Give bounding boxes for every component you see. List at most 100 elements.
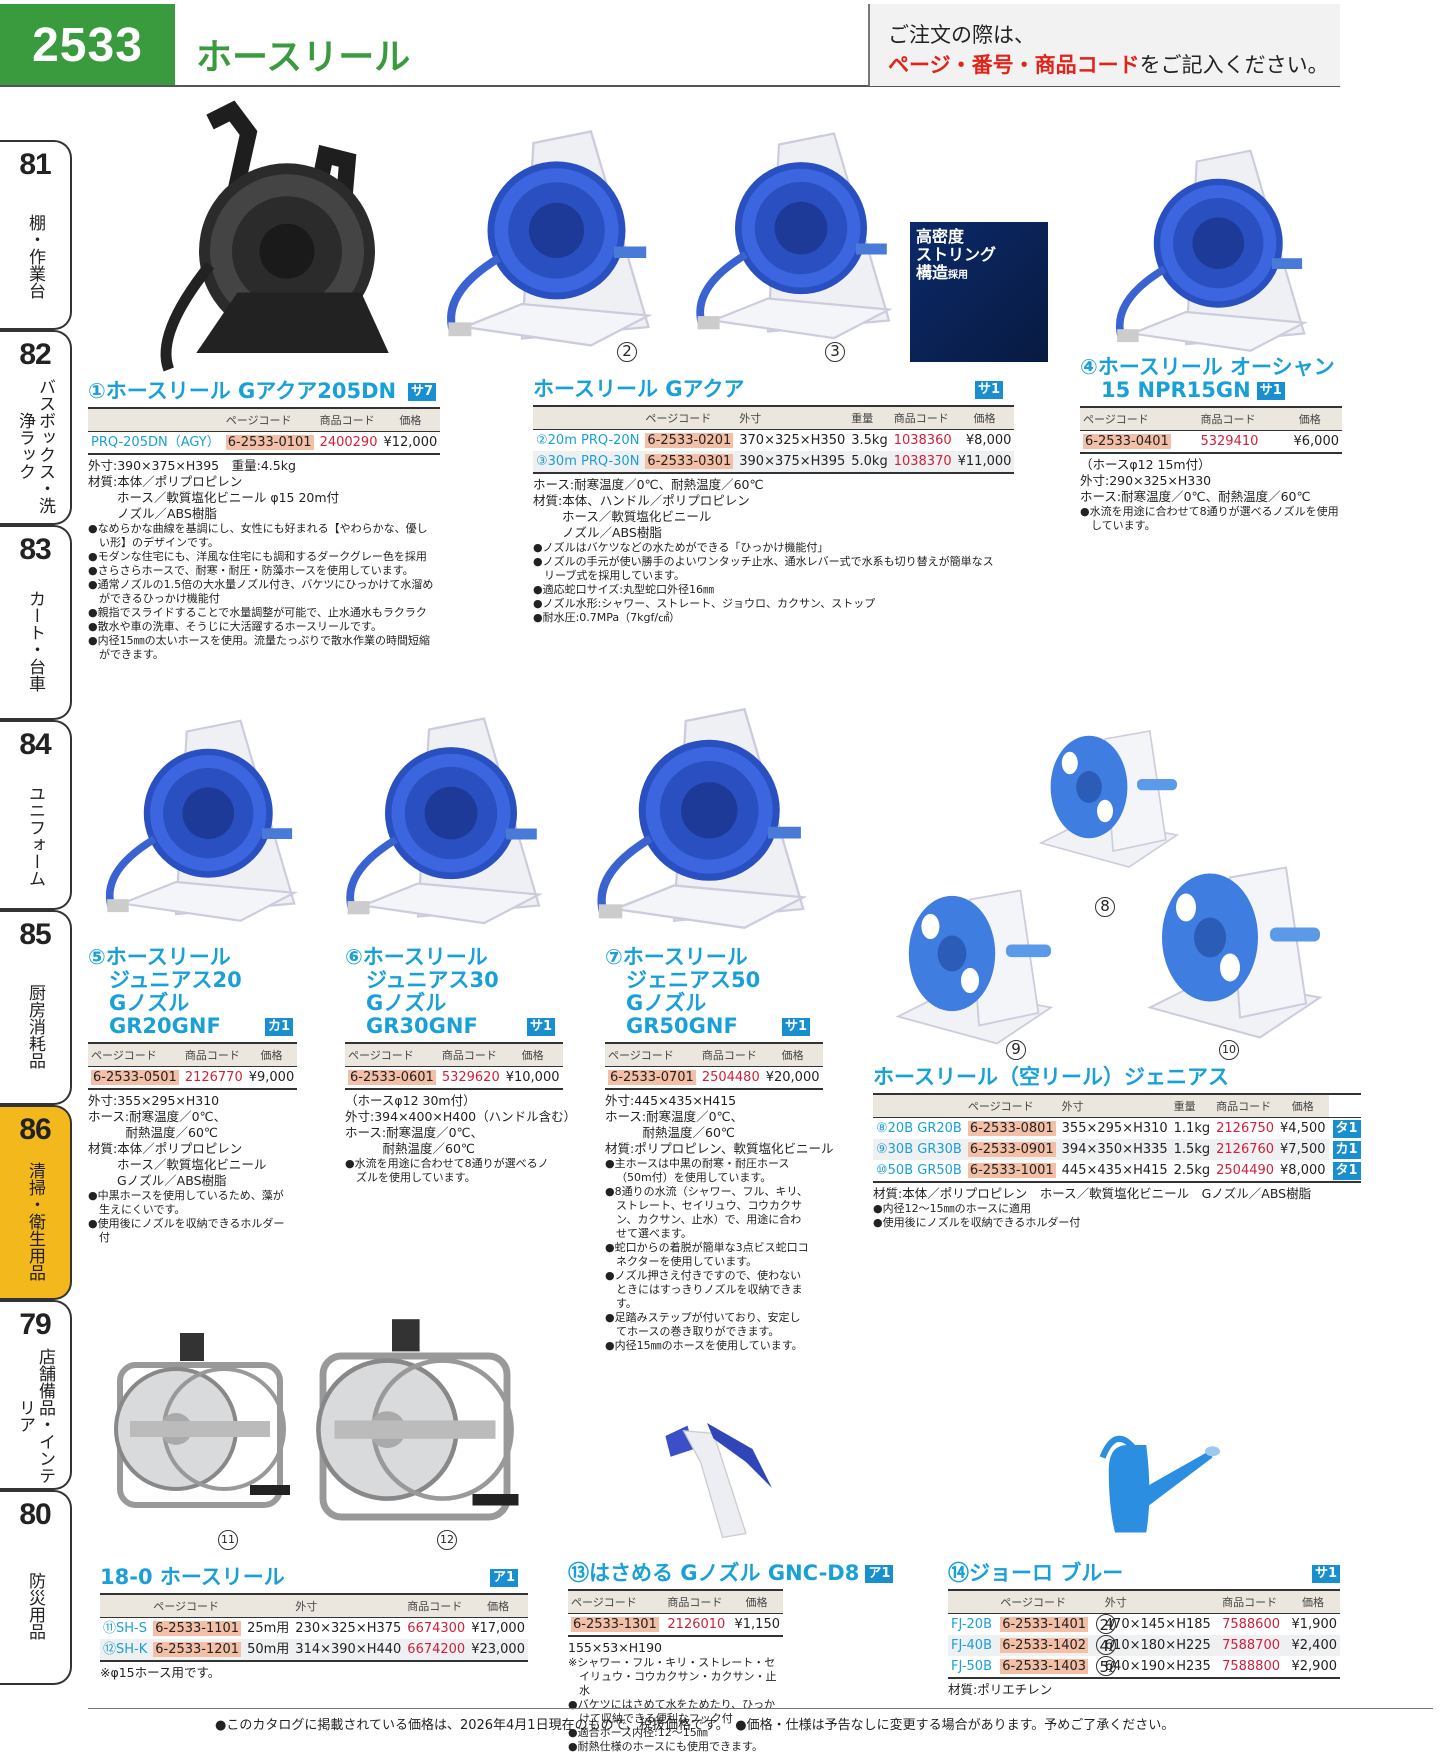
feature-bullet: ●耐水圧:0.7MPa（7kgf/㎠） — [533, 611, 681, 624]
cell-model: FJ-50B — [951, 1659, 992, 1674]
product-image-10 — [1130, 840, 1330, 1055]
title-line: ホースリール Gアクアサ1 — [533, 378, 1003, 401]
product-title: ホースリール（空リール）ジェニアス — [873, 1066, 1313, 1089]
cell-code: 2400290 — [319, 435, 378, 450]
page-code: 6-2533-0401 — [1083, 434, 1171, 449]
spec-line: ホース:耐寒温度／0℃、 — [88, 1109, 227, 1124]
cell-model: FJ-40B — [951, 1638, 992, 1653]
order-notice: ご注文の際は、 ページ・番号・商品コードをご記入ください。 — [868, 4, 1340, 86]
product-details: 材質:ポリエチレン — [948, 1682, 1340, 1698]
cell-price: ¥2,900 — [1291, 1659, 1338, 1674]
cell-price: ¥23,000 — [471, 1642, 525, 1657]
column-header: 価格 — [399, 414, 422, 427]
title-line: ⑤ホースリール — [88, 946, 293, 969]
cell-size: 390×375×H395 — [739, 454, 846, 469]
page-code: 6-2533-0901 — [967, 1142, 1056, 1157]
title-text: ホースリール Gアクア — [533, 377, 745, 401]
spec-line: 材質:本体／ポリプロピレン ホース／軟質塩化ビニール Gノズル／ABS樹脂 — [873, 1186, 1312, 1201]
cell-page: 6-2533-1001 — [965, 1160, 1059, 1182]
feature-bullet: ●なめらかな曲線を基調にし、女性にも好まれる【やわらかな、優しい形】のデザインで… — [88, 522, 428, 549]
spec-line: 材質:本体／ポリプロピレン — [88, 474, 243, 489]
column-header: 価格 — [521, 1049, 544, 1062]
cell-price: ¥4,500 — [1280, 1121, 1326, 1136]
supplier-badge: タ1 — [1332, 1119, 1361, 1138]
column-header: ページコード — [1083, 413, 1149, 426]
feature-bullet: ●8通りの水流（シャワー、フル、キリ、ストレート、セイリュウ、コウカクサン、カク… — [605, 1185, 808, 1240]
product-title: 18-0 ホースリール ア1 — [100, 1566, 518, 1589]
title-line: ジュニアス30 — [345, 969, 555, 992]
title-line: ⑦ホースリール — [605, 946, 810, 969]
column-header — [948, 1590, 997, 1614]
cell-price: ¥6,000 — [1293, 434, 1340, 449]
page-code: 6-2533-1301 — [571, 1617, 659, 1632]
feature-bullet: ●親指でスライドすることで水量調整が可能で、止水通水もラクラク — [88, 606, 427, 619]
column-header — [533, 406, 642, 430]
title-text: ⑦ホースリール — [605, 945, 748, 969]
title-text: GR50GNF — [605, 1014, 738, 1038]
cell-code: 6674200 — [407, 1642, 466, 1657]
tab-label: 棚・作業台 — [25, 213, 45, 299]
cell-page: 6-2533-1201 — [150, 1639, 244, 1661]
title-text: ⑤ホースリール — [88, 945, 231, 969]
cell-model: ⑨30B GR30B — [876, 1142, 962, 1157]
cell-weight: 1.1kg — [1173, 1121, 1211, 1136]
feature-bullet: ●バケツにはさめて水をためたり、ひっかけて収納できる便利なフック付 — [568, 1698, 776, 1725]
title-line: Gノズル — [345, 992, 555, 1015]
cell-size: 314×390×H440 — [295, 1642, 402, 1657]
tab-number: 84 — [19, 728, 51, 761]
page-title: ホースリール — [196, 37, 411, 78]
cell-weight: 5.0kg — [851, 454, 888, 469]
spec-line: 外寸:390×375×H395 重量:4.5kg — [88, 458, 296, 473]
cell-price: ¥12,000 — [383, 435, 438, 450]
image-caption: 11 — [218, 1530, 238, 1550]
column-header: 価格 — [1302, 1596, 1325, 1609]
cell-code: 2504490 — [1216, 1163, 1275, 1178]
tab-number: 80 — [19, 1498, 51, 1531]
callout-text: 高密度 — [916, 227, 965, 246]
cell-price: ¥20,000 — [765, 1070, 820, 1085]
tab-label: 厨房消耗品 — [25, 983, 45, 1069]
title-line: 18-0 ホースリール ア1 — [100, 1566, 518, 1589]
cell-price: ¥9,000 — [248, 1070, 295, 1085]
image-caption: 2 — [617, 342, 637, 362]
spec-line: （ホースφ12 15m付） — [1080, 457, 1211, 472]
cell-code: 7588600 — [1222, 1617, 1280, 1632]
title-text: 18-0 ホースリール — [100, 1565, 285, 1589]
column-header: ページコード — [91, 1049, 157, 1062]
title-text: ⑭ジョーロ ブルー — [948, 1561, 1124, 1585]
supplier-badge: ア1 — [489, 1569, 518, 1587]
title-text: ジェニアス50 — [605, 968, 761, 992]
table-header: ページコード外寸重量商品コード価格 — [873, 1094, 1361, 1118]
table-header: ページコード外寸商品コード価格 — [100, 1594, 528, 1618]
section-tab-80[interactable]: 80 防災用品 — [0, 1490, 72, 1685]
cell-model: PRQ-205DN（AGY） — [91, 435, 220, 450]
notice-highlight: ページ・番号・商品コード — [888, 53, 1140, 77]
spec-line: 材質:本体／ポリプロピレン — [88, 1141, 243, 1156]
column-header: 価格 — [260, 1049, 283, 1062]
title-text: ジュニアス20 — [88, 968, 242, 992]
image-caption: 9 — [1006, 1040, 1026, 1060]
page-code: 6-2533-1101 — [153, 1621, 242, 1636]
column-header: 商品コード — [701, 1049, 757, 1062]
column-header: ページコード — [967, 1100, 1034, 1113]
cell-price: ¥17,000 — [471, 1621, 525, 1636]
tab-label: 防災用品 — [25, 1572, 45, 1640]
